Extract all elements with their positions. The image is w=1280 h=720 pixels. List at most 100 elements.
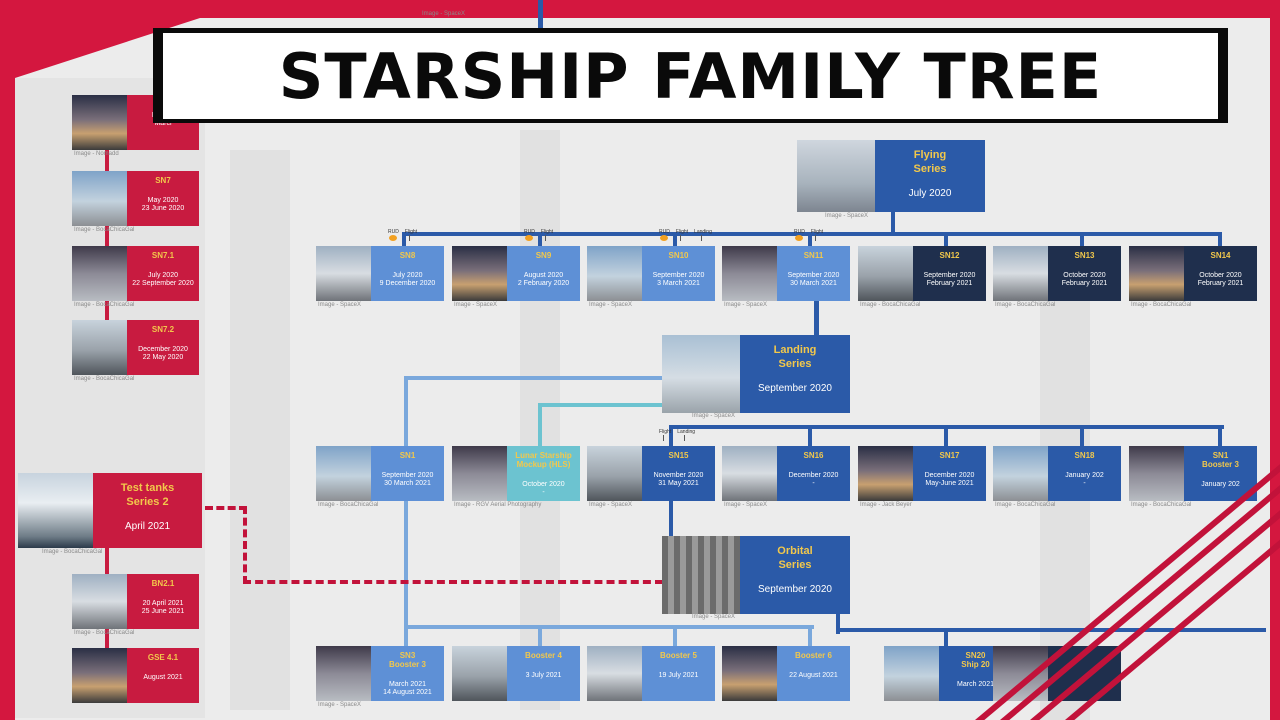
connector-line xyxy=(944,628,948,648)
left-card-3-name: SN7.1 xyxy=(151,251,175,260)
orbital-series-node[interactable]: Orbital Series September 2020 Image - Sp… xyxy=(662,536,850,620)
left-card-2-date: May 2020 23 June 2020 xyxy=(141,197,185,212)
orbital-series-photo xyxy=(662,536,740,614)
connector-line xyxy=(814,300,819,336)
row1-card-7-photo xyxy=(1129,246,1184,301)
left-card-5-date: 20 April 2021 25 June 2021 xyxy=(141,600,185,615)
flying-series-date: July 2020 xyxy=(908,188,952,199)
row2-card-2-info: Lunar Starship Mockup (HLS)October 2020 … xyxy=(507,446,580,501)
row2-card-1-date: September 2020 30 March 2021 xyxy=(381,472,434,487)
explosion-icon xyxy=(389,235,398,241)
left-card-4-credit: Image - BocaChicaGal xyxy=(74,376,135,382)
landing-series-node[interactable]: Landing Series September 2020 Image - Sp… xyxy=(662,335,850,419)
row1-card-6-photo xyxy=(993,246,1048,301)
row2-card-6-credit: Image - BocaChicaGal xyxy=(995,502,1056,508)
row3-card-2-name: Booster 4 xyxy=(525,651,562,660)
connector-line xyxy=(105,548,109,574)
event-flight-icon: Flight xyxy=(676,229,688,241)
orbital-series-credit: Image - SpaceX xyxy=(692,614,736,620)
row1-card-3-date: September 2020 3 March 2021 xyxy=(652,272,705,287)
row3-card-5-photo xyxy=(884,646,939,701)
left-card-5-name: BN2.1 xyxy=(151,579,175,588)
row3-card-5-date: March 2021 xyxy=(957,681,994,688)
explosion-icon xyxy=(660,235,669,241)
row2-card-7-credit: Image - BocaChicaGal xyxy=(1131,502,1192,508)
landing-series-name: Landing Series xyxy=(773,344,817,370)
flying-series-photo xyxy=(797,140,875,212)
left-card-2-photo xyxy=(72,171,127,226)
left-card-6-photo xyxy=(72,648,127,703)
row2-card-3-date: November 2020 31 May 2021 xyxy=(653,472,704,487)
top-credit: Image - SpaceX xyxy=(422,11,466,17)
left-card-4-date: December 2020 22 May 2020 xyxy=(138,346,188,361)
orbital-series-name: Orbital Series xyxy=(777,545,813,571)
connector-line xyxy=(808,425,812,449)
event-label: RUD xyxy=(794,229,805,235)
test-tanks-series-2-node[interactable]: Test tanks Series 2 April 2021 Image - B… xyxy=(18,473,202,555)
event-label: RUD xyxy=(659,229,670,235)
row2-card-5-date: December 2020 May-June 2021 xyxy=(924,472,975,487)
connector-line xyxy=(836,612,840,634)
row3-card-2-date: 3 July 2021 xyxy=(525,672,562,679)
connector-line xyxy=(105,220,109,246)
connector-line xyxy=(105,298,109,320)
row3-card-2[interactable]: Booster 4 3 July 2021 xyxy=(452,646,580,701)
event-label: RUD xyxy=(524,229,535,235)
row2-card-7-date: January 202 xyxy=(1201,481,1240,488)
row3-card-2-info: Booster 4 3 July 2021 xyxy=(507,646,580,701)
connector-line xyxy=(402,232,406,248)
left-card-2-name: SN7 xyxy=(155,176,171,185)
row1-card-2-photo xyxy=(452,246,507,301)
diagram-background xyxy=(15,18,1270,720)
row1-card-5-date: September 2020 February 2021 xyxy=(923,272,976,287)
row1-card-4-date: September 2020 30 March 2021 xyxy=(787,272,840,287)
connector-line xyxy=(538,232,542,248)
marker-icon xyxy=(679,235,684,241)
left-card-5-info: BN2.1 20 April 2021 25 June 2021 xyxy=(127,574,199,629)
row2-card-1-name: SN1 xyxy=(399,451,416,460)
flying-series-node[interactable]: Flying Series July 2020 Image - SpaceX xyxy=(797,140,985,219)
row1-card-1-photo xyxy=(316,246,371,301)
row1-card-2-date: August 2020 2 February 2020 xyxy=(517,272,570,287)
row1-card-6-date: October 2020 February 2021 xyxy=(1061,272,1108,287)
row3-card-2-photo xyxy=(452,646,507,701)
row2-card-2[interactable]: Lunar Starship Mockup (HLS)October 2020 … xyxy=(452,446,580,501)
row1-card-7-date: October 2020 February 2021 xyxy=(1197,272,1244,287)
left-card-5[interactable]: BN2.1 20 April 2021 25 June 2021 xyxy=(72,574,199,629)
left-card-3-date: July 2020 22 September 2020 xyxy=(132,272,194,287)
connector-line xyxy=(808,232,812,248)
